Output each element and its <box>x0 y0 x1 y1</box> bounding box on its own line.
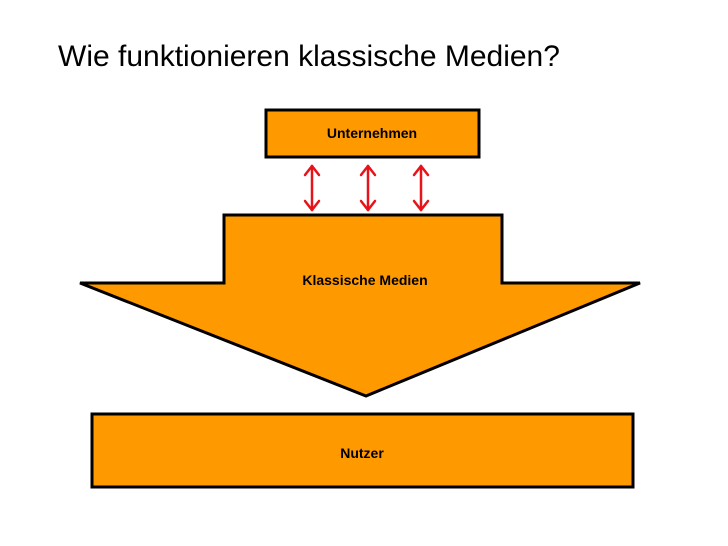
klassische-medien-label: Klassische Medien <box>302 272 427 288</box>
unternehmen-label: Unternehmen <box>327 125 417 141</box>
unternehmen-box: Unternehmen <box>264 108 481 159</box>
nutzer-label: Nutzer <box>340 445 384 461</box>
nutzer-box: Nutzer <box>90 412 635 489</box>
slide-title: Wie funktionieren klassische Medien? <box>58 40 560 73</box>
double-arrow-icon <box>359 164 377 212</box>
double-arrow-icon <box>412 164 430 212</box>
double-arrow-icon <box>303 164 321 212</box>
klassische-medien-arrow: Klassische Medien <box>79 213 641 398</box>
